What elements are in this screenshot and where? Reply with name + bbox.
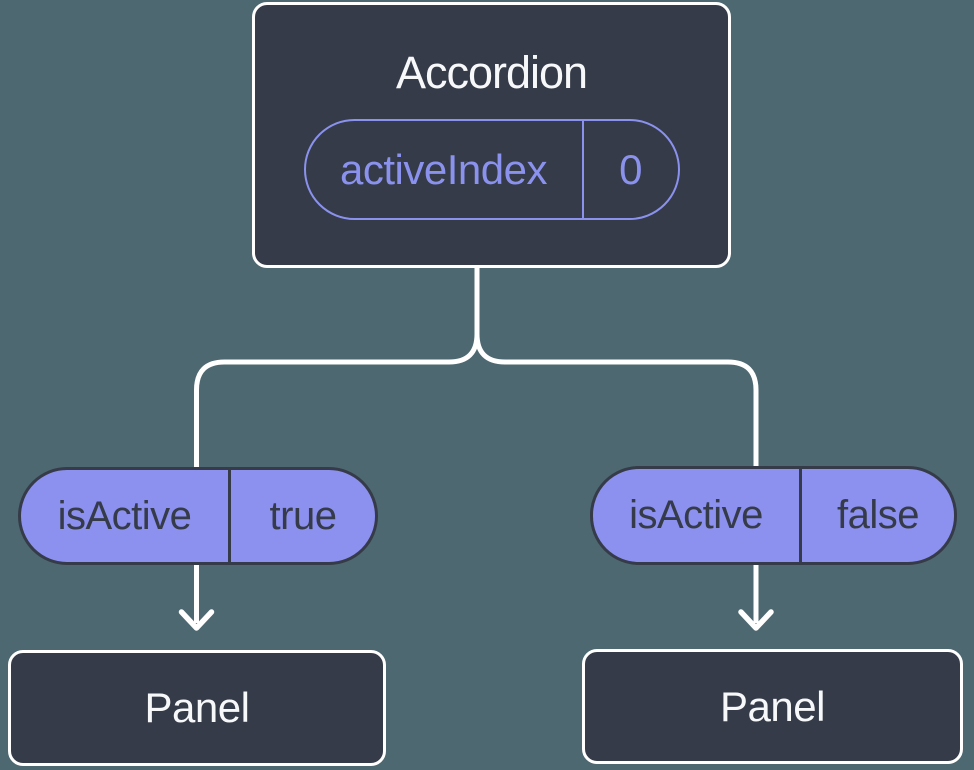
panel-node-right-title: Panel — [720, 682, 825, 730]
prop-name-left-label: isActive — [57, 493, 192, 538]
prop-name-right-label: isActive — [629, 493, 763, 537]
edge-root-to-left-child — [194, 258, 480, 472]
state-name-label: activeIndex — [340, 145, 547, 193]
prop-value-left-label: true — [269, 493, 337, 538]
prop-pill-left: isActive true — [18, 467, 378, 565]
panel-node-right: Panel — [582, 649, 963, 764]
panel-node-left-title: Panel — [144, 684, 250, 731]
accordion-node: Accordion activeIndex 0 — [252, 2, 731, 268]
panel-node-left: Panel — [8, 650, 386, 766]
prop-pill-right: isActive false — [590, 466, 957, 565]
prop-value-right: false — [802, 469, 954, 562]
left-arrowhead-down-icon — [178, 609, 215, 631]
prop-name-left: isActive — [21, 470, 231, 562]
state-pill: activeIndex 0 — [303, 119, 680, 220]
state-name: activeIndex — [306, 121, 584, 218]
prop-value-right-label: false — [837, 493, 920, 537]
prop-value-left: true — [231, 470, 375, 562]
prop-name-right: isActive — [593, 469, 802, 562]
state-value-label: 0 — [619, 145, 642, 193]
state-value: 0 — [584, 121, 678, 218]
accordion-node-title: Accordion — [395, 47, 588, 98]
edge-root-to-right-child — [474, 258, 759, 472]
right-arrowhead-down-icon — [738, 609, 774, 631]
